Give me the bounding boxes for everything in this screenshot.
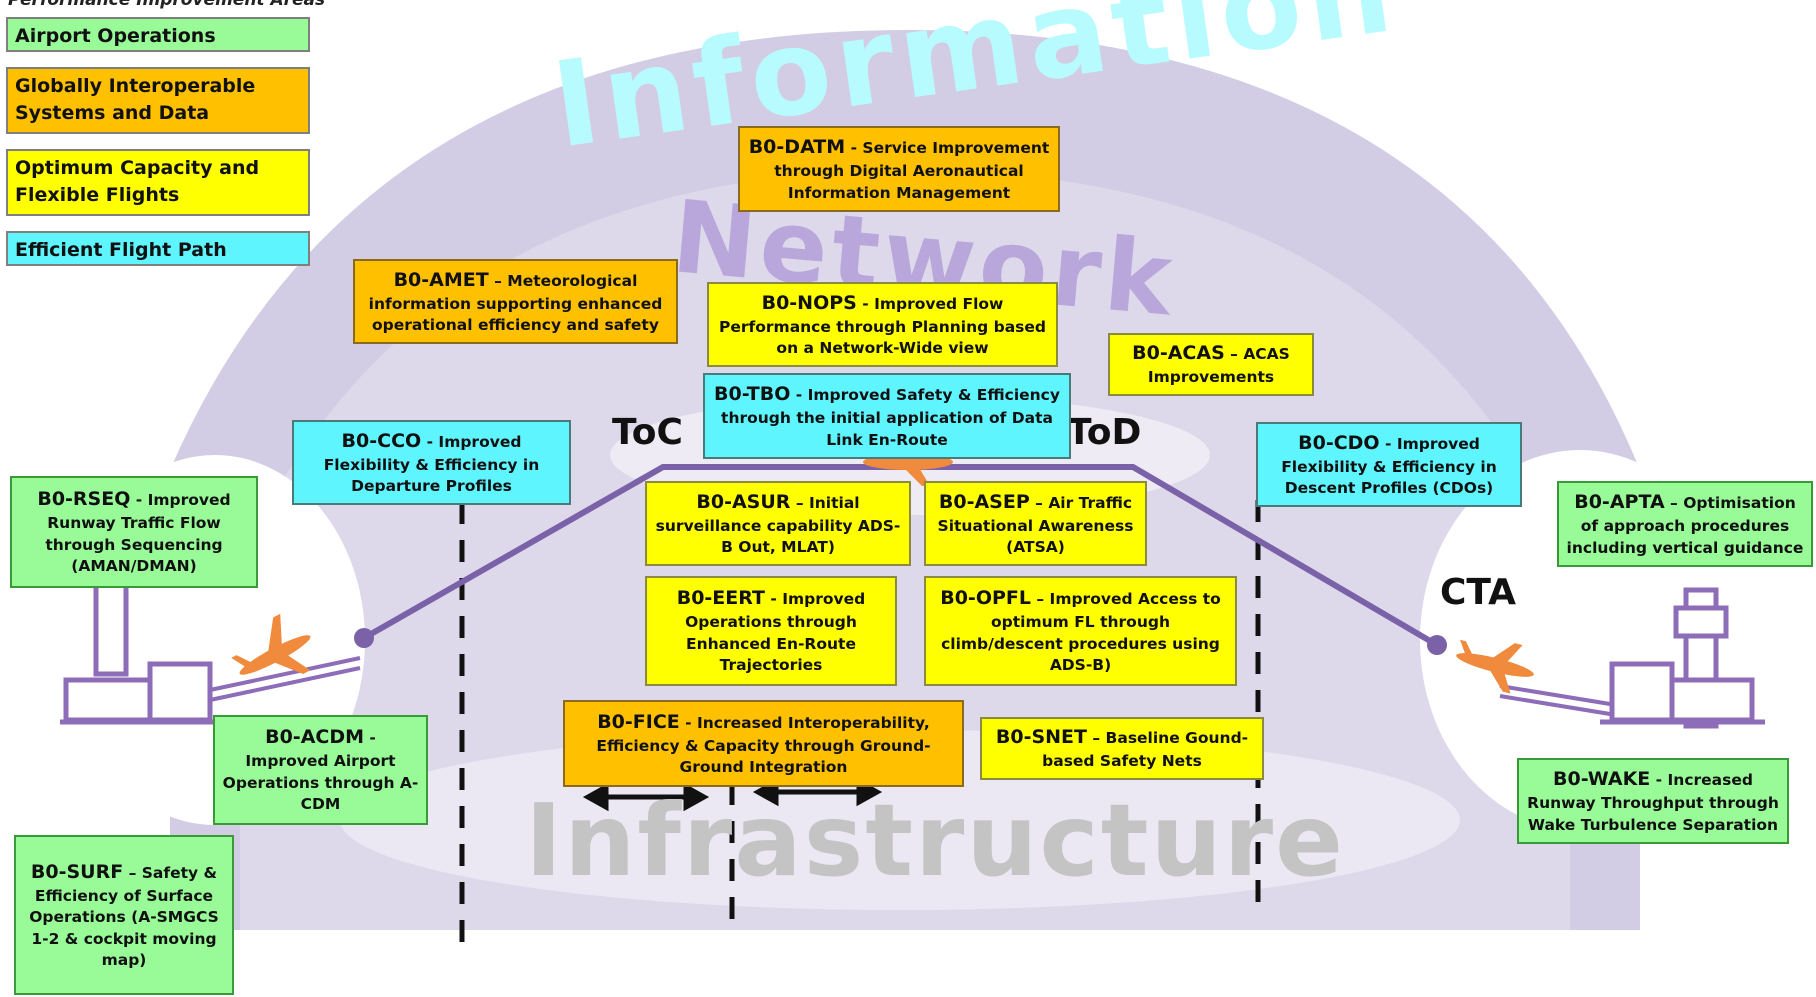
module-code: B0-DATM [748, 136, 846, 158]
module-b0-asur: B0-ASUR – Initial surveillance capabilit… [645, 481, 911, 566]
module-b0-tbo: B0-TBO - Improved Safety & Efficiency th… [703, 373, 1071, 459]
module-code: B0-FICE [597, 710, 680, 733]
module-desc: Baseline Gound-based Safety Nets [1042, 729, 1249, 771]
module-code: B0-WAKE [1553, 768, 1651, 790]
module-desc: Improved Flexibility & Efficiency in Des… [1281, 434, 1497, 498]
module-b0-cdo: B0-CDO - Improved Flexibility & Efficien… [1256, 422, 1522, 507]
module-b0-cco: B0-CCO - Improved Flexibility & Efficien… [292, 420, 571, 505]
module-code: B0-ACAS [1132, 342, 1225, 365]
module-b0-rseq: B0-RSEQ - Improved Runway Traffic Flow t… [10, 476, 258, 588]
module-desc: Improved Airport Operations through A-CD… [222, 752, 419, 814]
legend-optimum-capacity: Optimum Capacity and Flexible Flights [6, 149, 310, 216]
module-b0-asep: B0-ASEP – Air Traffic Situational Awaren… [924, 481, 1147, 566]
module-b0-surf: B0-SURF – Safety & Efficiency of Surface… [14, 835, 234, 995]
module-desc: Increased Runway Throughput through Wake… [1527, 771, 1779, 834]
module-b0-fice: B0-FICE - Increased Interoperability, Ef… [563, 700, 964, 787]
module-desc: ACAS Improvements [1147, 345, 1290, 387]
module-code: B0-APTA [1574, 491, 1665, 513]
module-code: B0-NOPS [761, 291, 857, 314]
module-b0-eert: B0-EERT - Improved Operations through En… [645, 576, 897, 686]
marker-tod: ToD [1067, 412, 1142, 453]
module-b0-datm: B0-DATM - Service Improvement through Di… [738, 126, 1060, 212]
module-desc: Improved Safety & Efficiency through the… [721, 386, 1060, 449]
module-b0-opfl: B0-OPFL – Improved Access to optimum FL … [924, 576, 1237, 686]
legend-global-interoperable: Globally Interoperable Systems and Data [6, 67, 310, 134]
module-b0-amet: B0-AMET – Meteorological information sup… [353, 259, 678, 344]
double-arrow-right [752, 777, 883, 807]
module-code: B0-EERT [676, 587, 766, 610]
runway-right [1499, 684, 1611, 716]
module-code: B0-RSEQ [37, 488, 131, 511]
module-desc: Increased Interoperability, Efficiency &… [596, 713, 931, 777]
module-desc: Improved Flow Performance through Planni… [718, 294, 1047, 358]
module-desc: Improved Flexibility & Efficiency in Dep… [323, 432, 540, 496]
header-subtitle: Performance Improvement Areas [8, 0, 326, 10]
module-desc: Air Traffic Situational Awareness (ATSA) [937, 493, 1134, 557]
module-desc: Meteorological information supporting en… [368, 271, 663, 335]
module-code: B0-TBO [714, 383, 791, 405]
module-b0-nops: B0-NOPS - Improved Flow Performance thro… [707, 282, 1058, 367]
module-code: B0-AMET [393, 268, 489, 291]
module-b0-wake: B0-WAKE - Increased Runway Throughput th… [1517, 758, 1789, 844]
module-code: B0-ASEP [938, 490, 1030, 513]
module-b0-snet: B0-SNET – Baseline Gound-based Safety Ne… [980, 717, 1264, 780]
runway-left [209, 656, 361, 702]
marker-toc: ToC [612, 412, 683, 453]
module-desc: Improved Runway Traffic Flow through Seq… [45, 491, 231, 576]
plane-right-icon [1456, 639, 1534, 694]
module-desc: Service Improvement through Digital Aero… [774, 139, 1050, 202]
legend-airport-operations: Airport Operations [6, 17, 310, 52]
module-code: B0-OPFL [940, 587, 1031, 610]
module-code: B0-SNET [995, 726, 1087, 749]
double-arrow-left [582, 782, 710, 812]
module-desc: Optimisation of approach procedures incl… [1566, 494, 1804, 557]
layer-infrastructure-label: Infrastructure [525, 782, 1345, 899]
module-code: B0-CCO [341, 429, 422, 452]
legend-efficient-flight-path: Efficient Flight Path [6, 231, 310, 266]
module-desc: Improved Access to optimum FL through cl… [941, 590, 1221, 675]
marker-cta: CTA [1440, 572, 1517, 613]
module-b0-acdm: B0-ACDM - Improved Airport Operations th… [213, 715, 428, 825]
module-b0-apta: B0-APTA – Optimisation of approach proce… [1557, 481, 1813, 567]
module-desc: Initial surveillance capability ADS-B Ou… [655, 493, 901, 557]
module-code: B0-CDO [1298, 431, 1380, 454]
tower-right-icon [1600, 587, 1765, 729]
module-code: B0-ASUR [696, 490, 791, 513]
module-desc: Improved Operations through Enhanced En-… [685, 590, 866, 675]
module-code: B0-SURF [30, 860, 124, 883]
plane-left-icon [231, 613, 311, 675]
module-code: B0-ACDM [265, 726, 365, 749]
module-b0-acas: B0-ACAS – ACAS Improvements [1108, 333, 1314, 396]
module-desc: Safety & Efficiency of Surface Operation… [29, 863, 219, 969]
